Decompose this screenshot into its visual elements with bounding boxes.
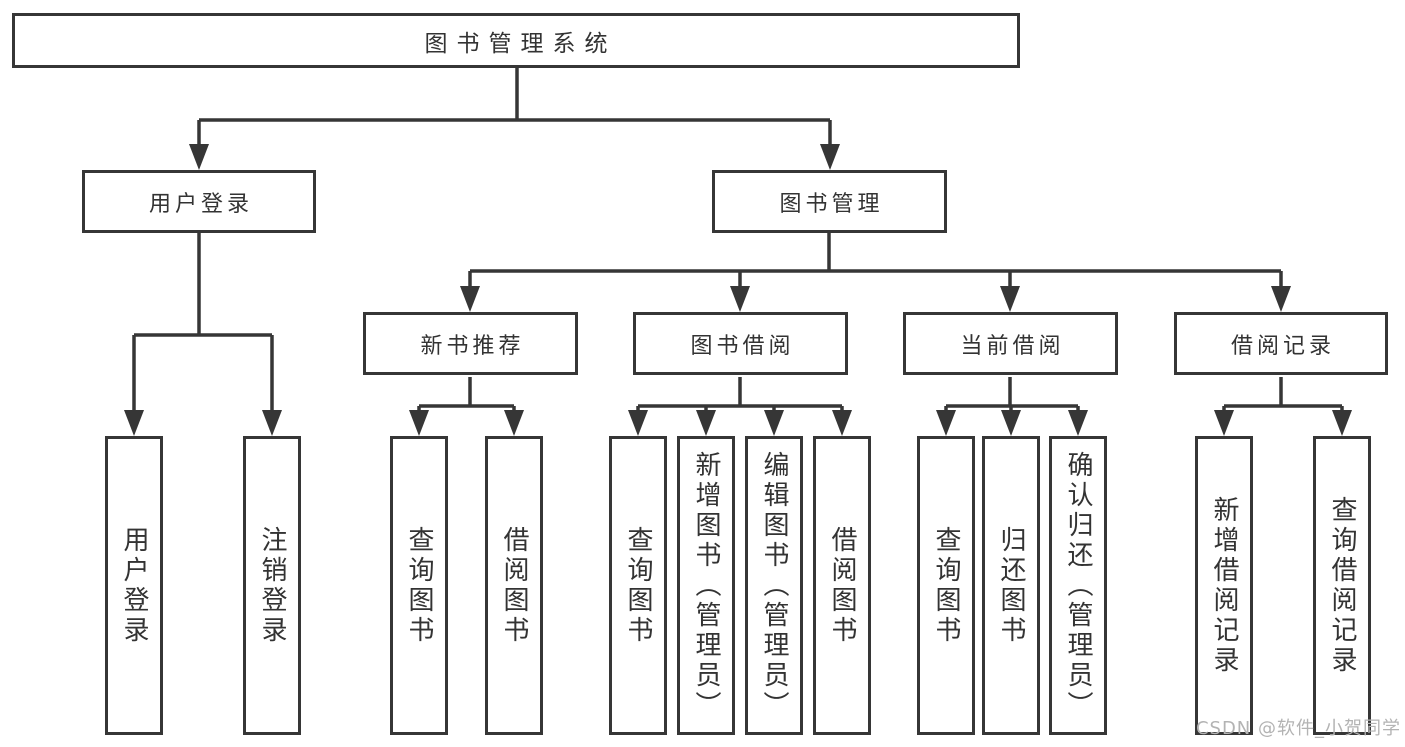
leaf-add-borrow-record: 新增借阅记录 [1195,436,1253,735]
arrowhead [189,144,209,170]
node-library-management-system: 图书管理系统 [12,13,1020,68]
leaf-borrow-books-borrowing: 借阅图书 [813,436,871,735]
arrowhead [409,410,429,436]
leaf-return-books: 归还图书 [982,436,1040,735]
watermark: CSDN @软件_小贺同学 [1195,718,1401,739]
arrowhead [1068,410,1088,436]
leaf-query-books-borrowing: 查询图书 [609,436,667,735]
arrowhead [1001,410,1021,436]
arrowhead [1271,286,1291,312]
arrowhead [820,144,840,170]
arrowhead [1000,286,1020,312]
arrowhead [1332,410,1352,436]
leaf-query-borrow-record: 查询借阅记录 [1313,436,1371,735]
leaf-query-books-current: 查询图书 [917,436,975,735]
arrowhead [628,410,648,436]
leaf-query-books-recommend: 查询图书 [390,436,448,735]
arrowhead [504,410,524,436]
arrowhead [1214,410,1234,436]
node-book-borrowing: 图书借阅 [633,312,848,375]
arrowhead [460,286,480,312]
leaf-user-login: 用户登录 [105,436,163,735]
leaf-edit-books-admin: 编辑图书（管理员） [745,436,803,735]
arrowhead [936,410,956,436]
leaf-confirm-return-admin: 确认归还（管理员） [1049,436,1107,735]
arrowhead [730,286,750,312]
node-current-borrowing: 当前借阅 [903,312,1118,375]
leaf-borrow-books-recommend: 借阅图书 [485,436,543,735]
arrowhead [764,410,784,436]
node-user-login: 用户登录 [82,170,316,233]
node-new-book-recommend: 新书推荐 [363,312,578,375]
node-book-management: 图书管理 [712,170,947,233]
leaf-logout-login: 注销登录 [243,436,301,735]
arrowhead [832,410,852,436]
arrowhead [262,410,282,436]
node-borrowing-records: 借阅记录 [1174,312,1388,375]
leaf-add-books-admin: 新增图书（管理员） [677,436,735,735]
arrowhead [696,410,716,436]
arrowhead [124,410,144,436]
